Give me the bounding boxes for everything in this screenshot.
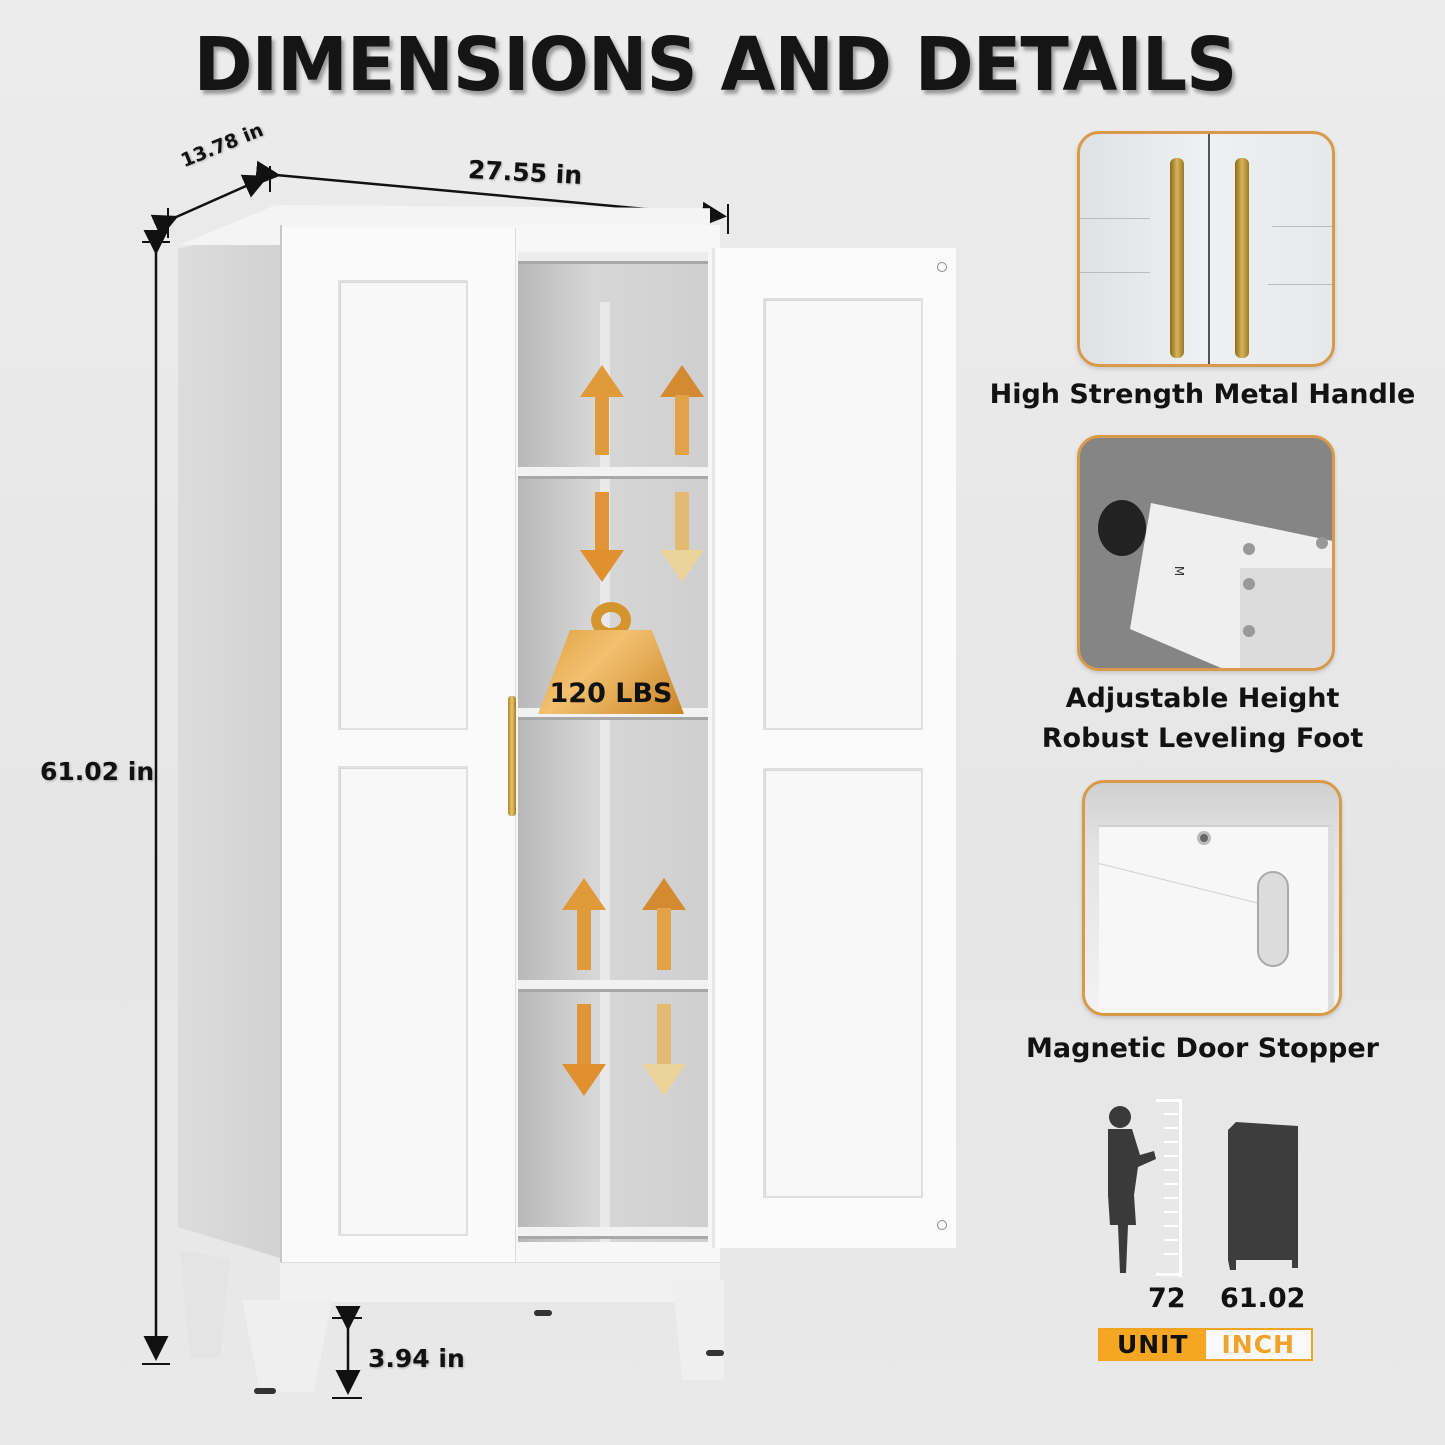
right-door-upper-panel (763, 298, 923, 730)
magnet-icon (937, 262, 947, 272)
load-capacity-badge: 120 LBS (538, 602, 684, 714)
screw-icon (1243, 625, 1255, 637)
right-door-open (712, 248, 956, 1248)
right-door-lower-panel (763, 768, 923, 1198)
arrow-up-icon (562, 878, 606, 970)
leg-front-right (672, 1280, 724, 1380)
feature-card-magnetic-stopper (1082, 780, 1342, 1016)
arrow-down-icon (580, 492, 624, 584)
feature-label-handle: High Strength Metal Handle (989, 379, 1416, 410)
leveling-foot (706, 1350, 724, 1356)
load-capacity-text: 120 LBS (549, 678, 673, 709)
door-handle (508, 696, 516, 816)
unit-value: INCH (1205, 1330, 1311, 1359)
feature-card-handle (1077, 131, 1335, 367)
gold-handle-icon (1170, 158, 1184, 358)
arrow-up-icon (580, 365, 624, 455)
screw-icon (1243, 578, 1255, 590)
feature-label-leveling-foot-line2: Robust Leveling Foot (1041, 723, 1364, 754)
cabinet-side-panel (178, 228, 280, 1258)
left-door-lower-panel (338, 766, 468, 1236)
arrow-up-icon (642, 878, 686, 970)
cabinet-base (280, 1262, 720, 1302)
arrow-up-icon (660, 365, 704, 455)
person-height-value: 72 (1148, 1283, 1186, 1314)
page-title: DIMENSIONS AND DETAILS (193, 22, 1238, 108)
magnet-icon (937, 1220, 947, 1230)
person-silhouette-icon (1108, 1099, 1182, 1277)
arrow-down-icon (642, 1004, 686, 1098)
arrow-down-icon (562, 1004, 606, 1098)
top-frame (518, 252, 708, 264)
leveling-foot (534, 1310, 552, 1316)
feature-label-magnetic-stopper: Magnetic Door Stopper (1026, 1033, 1379, 1064)
screw-icon (1316, 537, 1328, 549)
width-dimension-label: 27.55 in (467, 155, 583, 190)
shelf-rail (600, 302, 610, 1242)
shelf-3 (518, 980, 708, 992)
feature-label-leveling-foot-line1: Adjustable Height (1065, 683, 1340, 714)
feature-card-leveling-foot: M (1077, 435, 1335, 671)
screw-icon (1243, 543, 1255, 555)
leg-front-left (242, 1300, 332, 1392)
door-recess-icon (1257, 871, 1289, 967)
height-dimension-label: 61.02 in (40, 757, 155, 786)
unit-indicator: UNIT INCH (1098, 1328, 1313, 1361)
leveling-foot (254, 1388, 276, 1394)
arrow-down-icon (660, 492, 704, 584)
leveling-foot-icon (1098, 500, 1146, 556)
shelf-bottom (518, 1227, 708, 1239)
left-door (282, 228, 516, 1263)
leg-height-dimension-label: 3.94 in (368, 1344, 465, 1373)
cabinet-silhouette-icon (1228, 1122, 1298, 1270)
cabinet-height-value: 61.02 (1220, 1283, 1306, 1314)
left-door-upper-panel (338, 280, 468, 730)
magnet-icon (1197, 831, 1211, 845)
unit-label: UNIT (1100, 1330, 1206, 1359)
shelf-1 (518, 467, 708, 479)
gold-handle-icon (1235, 158, 1249, 358)
